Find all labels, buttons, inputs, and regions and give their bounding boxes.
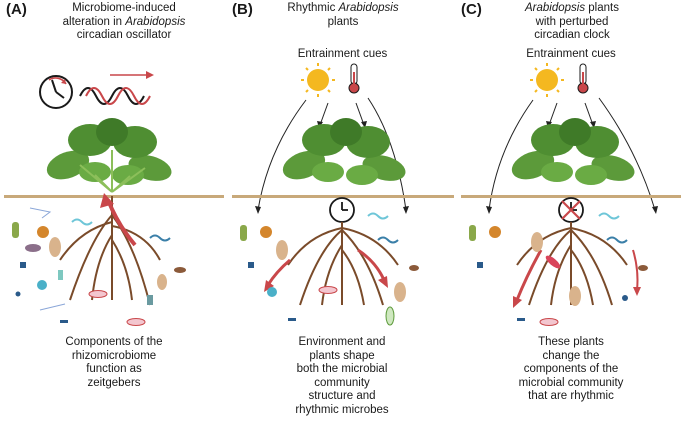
cue-arrows (488, 97, 656, 211)
microbe (240, 212, 419, 326)
microbe (12, 207, 186, 326)
panel-caption: Environment and plants shape both the mi… (295, 336, 389, 416)
panel-caption: Components of the rhizomicrobiome functi… (65, 336, 163, 389)
panel-b-illustration (232, 63, 454, 326)
microbe (469, 212, 648, 326)
panel-a: (A) Microbiome-induced alteration in Ara… (0, 0, 228, 424)
panel-title: Rhythmic Arabidopsis plants (287, 2, 399, 28)
panel-letter: (B) (232, 1, 253, 18)
panel-title: Arabidopsis plants with perturbed circad… (525, 2, 619, 41)
ground-line (4, 195, 224, 198)
red-arrow (264, 248, 388, 292)
panel-b: (B) Rhythmic Arabidopsis plants Entrainm… (228, 0, 457, 424)
panel-letter: (C) (461, 1, 482, 18)
sine-wave-icon (79, 71, 154, 105)
ground-line (232, 195, 454, 198)
panel-title: Microbiome-induced alteration in Arabido… (62, 2, 186, 41)
plant-rosette (511, 118, 635, 185)
thermometer-icon (348, 63, 360, 94)
plant-rosette (46, 118, 172, 193)
panel-a-illustration (4, 71, 224, 326)
panel-c-illustration (461, 63, 681, 326)
panel-c: (C) Arabidopsis plants with perturbed ci… (457, 0, 685, 424)
panel-letter: (A) (6, 1, 27, 18)
perturbed-clock-icon (558, 197, 584, 223)
panel-caption: These plants change the components of th… (518, 336, 624, 402)
root-system (287, 222, 399, 306)
red-arrow (513, 249, 641, 308)
clock-icon (39, 75, 73, 109)
ground-line (461, 195, 681, 198)
sun-icon (301, 63, 335, 97)
root-system (59, 196, 161, 306)
clock-icon (329, 197, 355, 223)
thermometer-icon (577, 63, 589, 94)
entrainment-cues-label: Entrainment cues (297, 48, 388, 60)
entrainment-cues-label: Entrainment cues (526, 48, 616, 60)
sun-icon (530, 63, 564, 97)
plant-rosette (282, 118, 406, 185)
